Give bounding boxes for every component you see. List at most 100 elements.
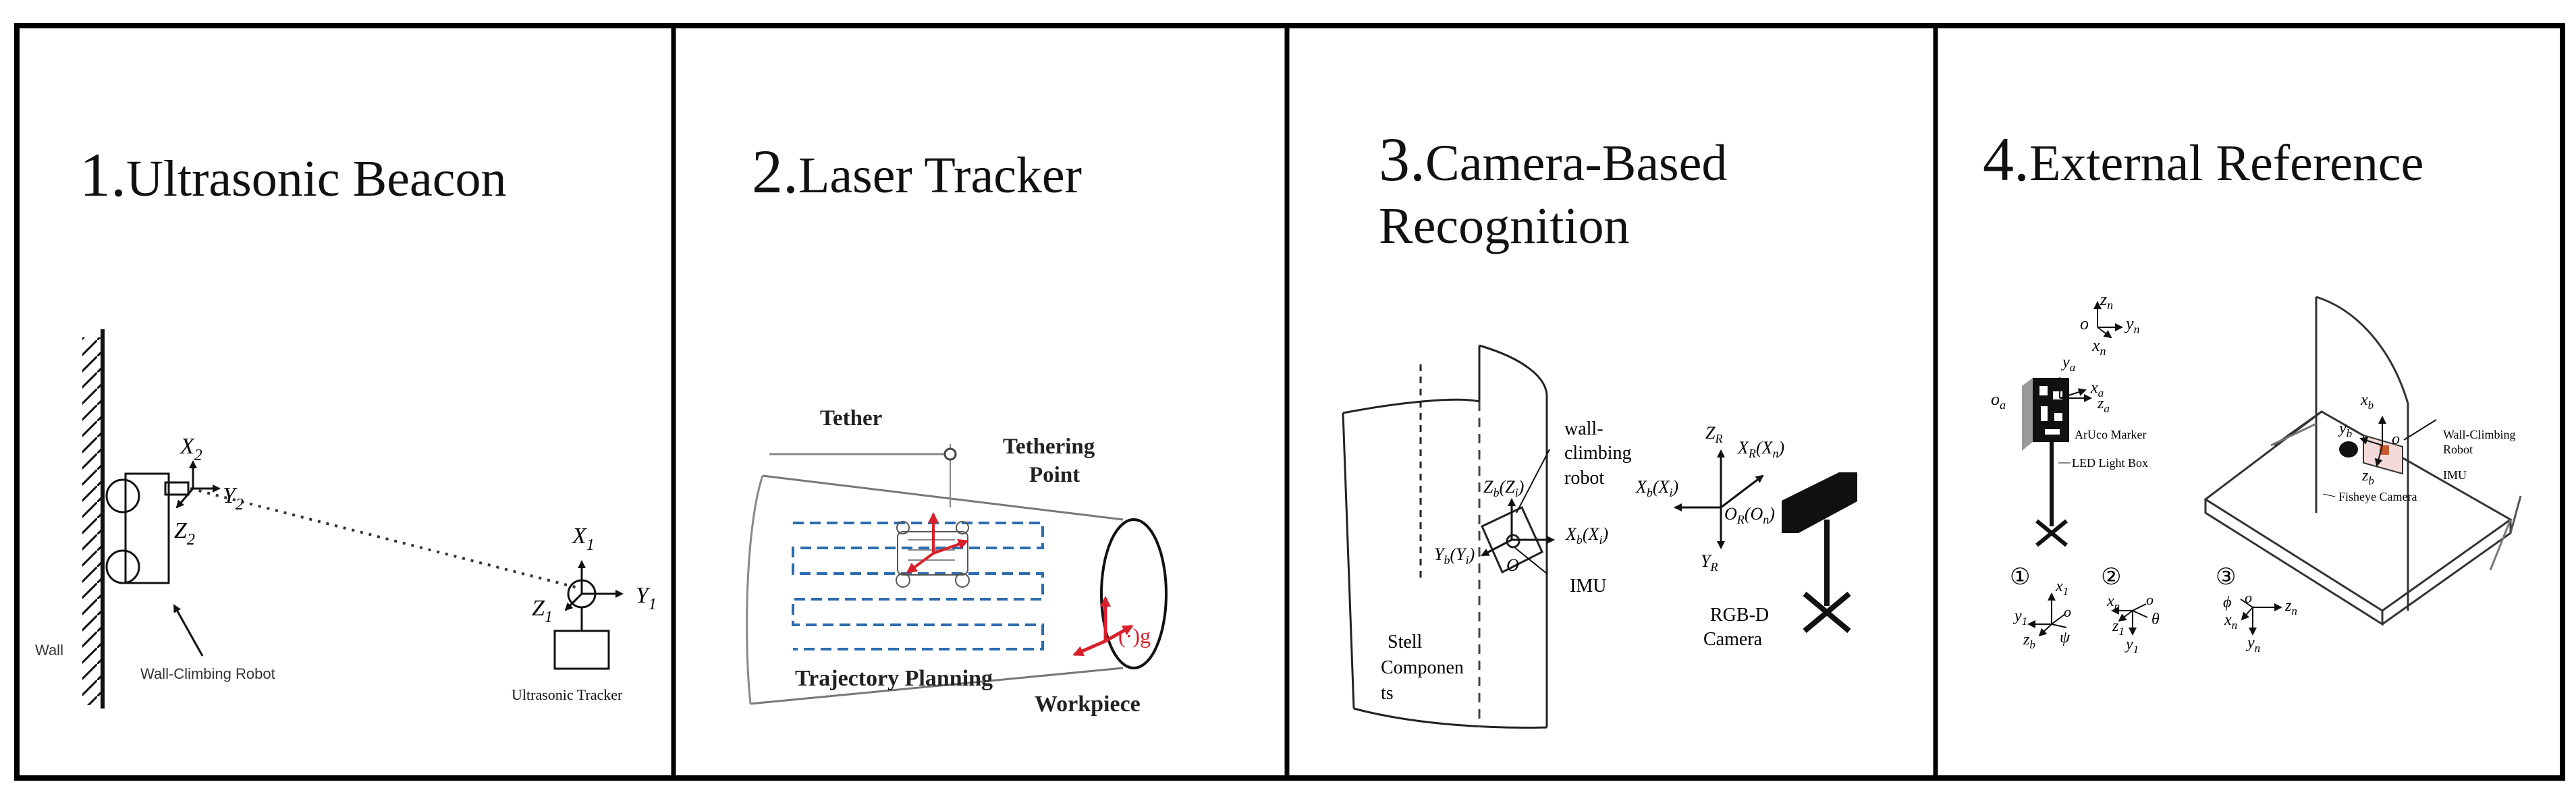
label-zb: Z <box>1483 477 1493 497</box>
label-zr: Z <box>1705 423 1716 443</box>
panel-1-title: 1.Ultrasonic Beacon <box>80 138 506 212</box>
panel-3-illustration: Zb(Zi) Xb(Xi) Yb(Yi) O wall- climbing ro… <box>1342 344 1857 729</box>
label-zb-paren: (Z <box>1499 477 1515 497</box>
svg-text:xb: xb <box>2360 391 2374 412</box>
trajectory-path <box>792 522 1044 650</box>
robot-on-wall <box>2339 434 2403 475</box>
svg-text:zn: zn <box>2284 597 2297 617</box>
svg-text:Xb(Xi): Xb(Xi) <box>1635 477 1678 499</box>
label-xn-r3: x <box>2224 611 2232 629</box>
svg-text:Y1: Y1 <box>636 583 657 613</box>
label-zr-sub: R <box>1714 432 1722 445</box>
panel-1-number: 1. <box>80 140 126 209</box>
robot-wheels <box>105 478 140 584</box>
camera-frame-axes <box>1674 449 1764 549</box>
panel-3-title-line-2: Recognition <box>1379 197 1630 254</box>
svg-text:Yb(Yi): Yb(Yi) <box>1434 545 1475 567</box>
tether-label: Tether <box>820 406 882 431</box>
label-zb-sub: b <box>1493 486 1499 499</box>
label-xb2-paren-sub: i <box>1669 486 1672 499</box>
tracker-label: Ultrasonic Tracker <box>512 686 623 703</box>
label-xb-close: ) <box>1601 524 1608 544</box>
label-phi: ϕ <box>2223 594 2231 611</box>
label-o-r1: o <box>2064 603 2071 620</box>
label-zb-r1-sub: b <box>2029 638 2035 651</box>
robot-frame-axes-3 <box>1481 449 1555 574</box>
svg-text:XR(Xn): XR(Xn) <box>1737 438 1784 460</box>
wall-hatching <box>82 329 105 709</box>
label-y1-4: y <box>2013 607 2022 625</box>
label-psi: ψ <box>2060 629 2071 646</box>
svg-text:xn: xn <box>2091 335 2106 358</box>
robot-label-2: climbing <box>1564 443 1632 464</box>
label-x2: X <box>179 434 195 459</box>
svg-text:yn: yn <box>2246 634 2260 655</box>
rotation-1-axes <box>2027 592 2067 637</box>
workpiece-outline <box>750 474 1124 705</box>
label-xb-4-sub: b <box>2368 399 2374 412</box>
panel-4-title-text: External Reference <box>2029 135 2424 192</box>
label-xn: x <box>2091 335 2100 355</box>
rotation-3-axes <box>2240 599 2282 636</box>
label-zn-sub: n <box>2107 298 2113 312</box>
rotation-1-marker: ① <box>2010 565 2030 590</box>
panel-3-title-line-1: Camera-Based <box>1425 135 1728 192</box>
stell-label-3: ts <box>1381 683 1394 704</box>
label-o-n: o <box>2080 314 2089 333</box>
label-zb-r1: z <box>2023 631 2030 648</box>
svg-text:X2: X2 <box>179 434 202 464</box>
label-zn-r3-sub: n <box>2291 605 2297 617</box>
tethering-point-label-1: Tethering <box>1003 435 1095 459</box>
label-y1-4-sub: 1 <box>2022 615 2028 628</box>
svg-text:OR(On): OR(On) <box>1724 504 1775 526</box>
fisheye-label: Fisheye Camera <box>2338 490 2417 503</box>
steel-component-cylinder <box>1342 344 1548 729</box>
label-zn: z <box>2100 289 2107 309</box>
label-z1: Z <box>532 596 545 621</box>
label-ya-sub: a <box>2070 361 2076 374</box>
svg-text:Y2: Y2 <box>223 483 244 513</box>
label-x1-4-sub: 1 <box>2063 585 2069 598</box>
label-xr: X <box>1737 438 1749 457</box>
label-oa: o <box>1991 389 2000 409</box>
label-z1-sub: 1 <box>545 609 553 626</box>
label-y1-r2-sub: 1 <box>2133 643 2139 656</box>
tethering-point-icon <box>943 447 957 461</box>
label-xb-4: x <box>2360 391 2368 409</box>
robot-label-1: wall- <box>1564 418 1604 439</box>
label-xb2: X <box>1635 477 1647 497</box>
label-xn-r2: x <box>2106 592 2114 610</box>
aruco-label: ArUco Marker <box>2075 428 2146 441</box>
label-o-r2: o <box>2146 591 2154 608</box>
label-za: z <box>2097 395 2104 412</box>
label-z2: Z <box>174 518 188 543</box>
label-or: O <box>1724 504 1737 524</box>
robot-frame-axes <box>175 460 221 509</box>
wcr-label-2: Robot <box>2443 443 2473 456</box>
panel-1-title-text: Ultrasonic Beacon <box>126 150 507 207</box>
label-z2-sub: 2 <box>187 531 195 549</box>
svg-text:zb: zb <box>2361 467 2374 487</box>
wcr-label-1: Wall-Climbing <box>2443 428 2516 441</box>
label-xn-r3-sub: n <box>2232 619 2238 632</box>
svg-text:Zb(Zi): Zb(Zi) <box>1483 477 1524 499</box>
svg-text:X1: X1 <box>571 524 595 554</box>
svg-text:oa: oa <box>1991 389 2006 412</box>
figure-frame <box>14 23 2565 781</box>
svg-text:xn: xn <box>2106 592 2120 613</box>
tethering-point-label-2: Point <box>1029 463 1080 487</box>
robot-frame-axes-4 <box>2359 416 2437 467</box>
label-xb-paren: (X <box>1583 524 1600 544</box>
svg-text:YR: YR <box>1701 551 1718 574</box>
panel-4-number: 4. <box>1983 125 2029 194</box>
label-yb-sub: b <box>1444 553 1450 567</box>
label-or-close: ) <box>1767 504 1775 524</box>
label-xn-r2-sub: n <box>2114 600 2120 613</box>
label-yb-4-sub: b <box>2347 427 2353 440</box>
rotation-2-axes <box>2111 603 2148 636</box>
label-oa-sub: a <box>2000 398 2006 412</box>
label-xb: X <box>1565 524 1577 544</box>
stell-label-2: Componen <box>1381 657 1464 678</box>
